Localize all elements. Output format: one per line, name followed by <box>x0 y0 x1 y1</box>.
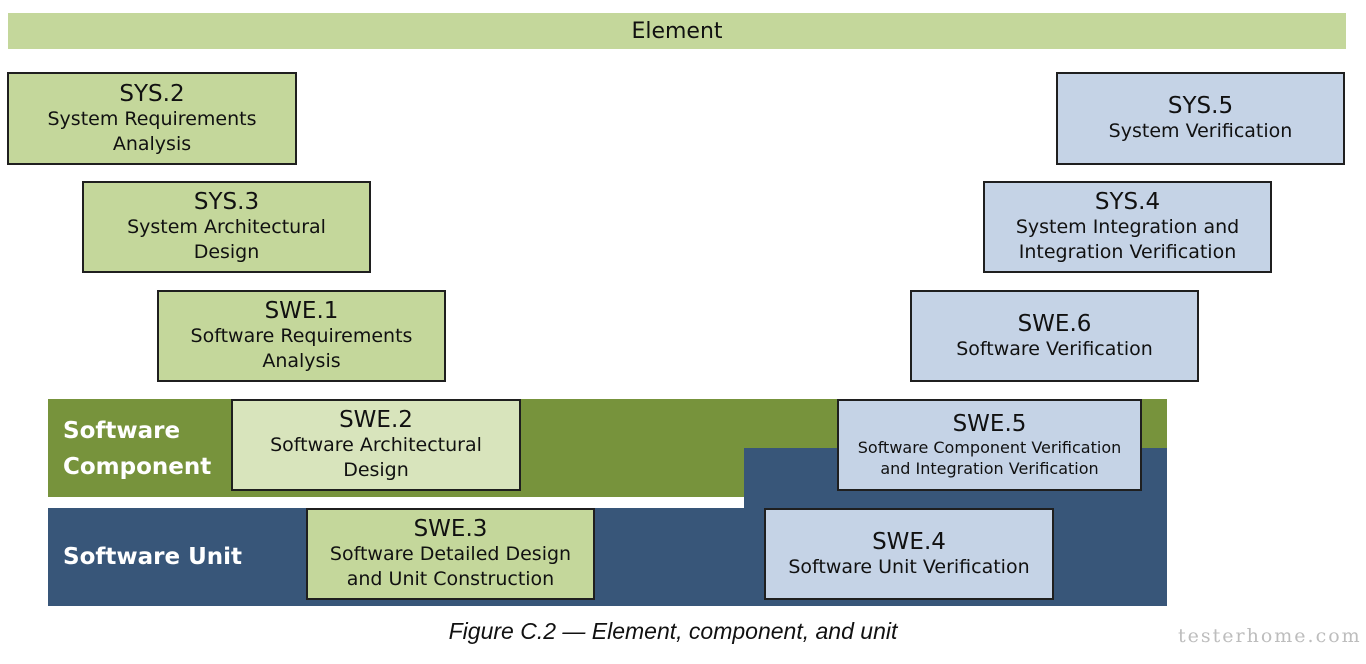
software-component-label: Software Component <box>63 418 212 480</box>
sys2-box: SYS.2 System Requirements Analysis <box>7 72 297 165</box>
sys3-box: SYS.3 System Architectural Design <box>82 181 371 273</box>
swe3-box: SWE.3 Software Detailed Design and Unit … <box>306 508 595 600</box>
swe6-code: SWE.6 <box>1017 310 1092 337</box>
element-banner: Element <box>8 13 1346 49</box>
sys3-code: SYS.3 <box>193 189 260 215</box>
swe5-name: Software Component Verification and Inte… <box>857 438 1122 478</box>
swe6-name: Software Verification <box>956 337 1153 360</box>
sys3-name: System Architectural Design <box>127 216 326 263</box>
swe3-code: SWE.3 <box>413 516 488 542</box>
swe1-code: SWE.1 <box>264 298 339 324</box>
swe2-name: Software Architectural Design <box>270 434 482 481</box>
swe6-box: SWE.6 Software Verification <box>910 290 1199 382</box>
swe4-box: SWE.4 Software Unit Verification <box>764 508 1054 600</box>
figure-caption: Figure C.2 — Element, component, and uni… <box>448 618 898 644</box>
swe2-box: SWE.2 Software Architectural Design <box>231 399 521 491</box>
swe5-box: SWE.5 Software Component Verification an… <box>837 399 1142 491</box>
swe1-name: Software Requirements Analysis <box>190 325 413 372</box>
swe5-code: SWE.5 <box>952 411 1027 437</box>
sys5-box: SYS.5 System Verification <box>1056 72 1345 165</box>
swe1-box: SWE.1 Software Requirements Analysis <box>157 290 446 382</box>
swe4-code: SWE.4 <box>872 528 946 555</box>
element-label: Element <box>631 18 723 44</box>
swe2-code: SWE.2 <box>339 407 413 433</box>
swe3-name: Software Detailed Design and Unit Constr… <box>329 543 572 590</box>
software-unit-label: Software Unit <box>63 544 243 570</box>
sys2-code: SYS.2 <box>119 80 185 107</box>
sys5-name: System Verification <box>1108 120 1293 142</box>
sys4-code: SYS.4 <box>1094 189 1161 215</box>
sys5-code: SYS.5 <box>1167 93 1234 119</box>
sys4-box: SYS.4 System Integration and Integration… <box>983 181 1272 273</box>
sys2-name: System Requirements Analysis <box>47 107 257 155</box>
sys4-name: System Integration and Integration Verif… <box>1015 216 1240 263</box>
swe4-name: Software Unit Verification <box>788 555 1030 578</box>
watermark: testerhome.com <box>1178 625 1362 647</box>
